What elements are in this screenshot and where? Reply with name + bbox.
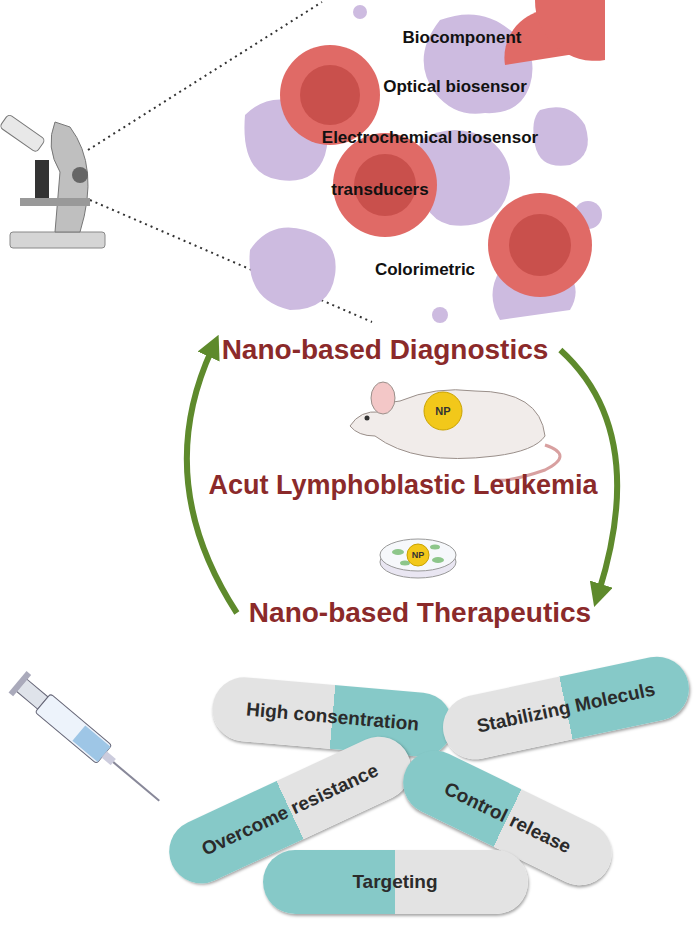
petri-dish — [380, 539, 456, 578]
section-heading: Nano-based Diagnostics — [216, 332, 555, 368]
heading-text: Nano-based Diagnostics — [222, 334, 549, 365]
zoom-line — [90, 200, 372, 322]
component-label: transducers — [331, 180, 428, 200]
component-label: Electrochemical biosensor — [322, 128, 538, 148]
heading-text: Nano-based Therapeutics — [249, 597, 591, 628]
component-label: Optical biosensor — [383, 77, 527, 97]
capsule: Targeting — [263, 850, 528, 914]
microscope — [0, 114, 105, 248]
section-heading: Nano-based Therapeutics — [243, 595, 597, 631]
blood-cells — [244, 0, 605, 323]
disease-title: Acut Lymphoblastic Leukemia — [208, 470, 597, 501]
capsule: High consentration — [210, 675, 456, 760]
mouse — [350, 382, 560, 480]
nanoparticle-label: NP — [412, 550, 425, 560]
syringe — [9, 671, 169, 811]
component-label: Biocomponent — [403, 28, 522, 48]
capsule: Stabilizing Moleculs — [437, 651, 695, 766]
capsule-text: High consentration — [230, 697, 436, 737]
capsule-text: Targeting — [336, 871, 453, 893]
capsule-text: Stabilizing Moleculs — [459, 675, 672, 741]
nanoparticle-label: NP — [435, 405, 450, 417]
component-label: Colorimetric — [375, 260, 475, 280]
